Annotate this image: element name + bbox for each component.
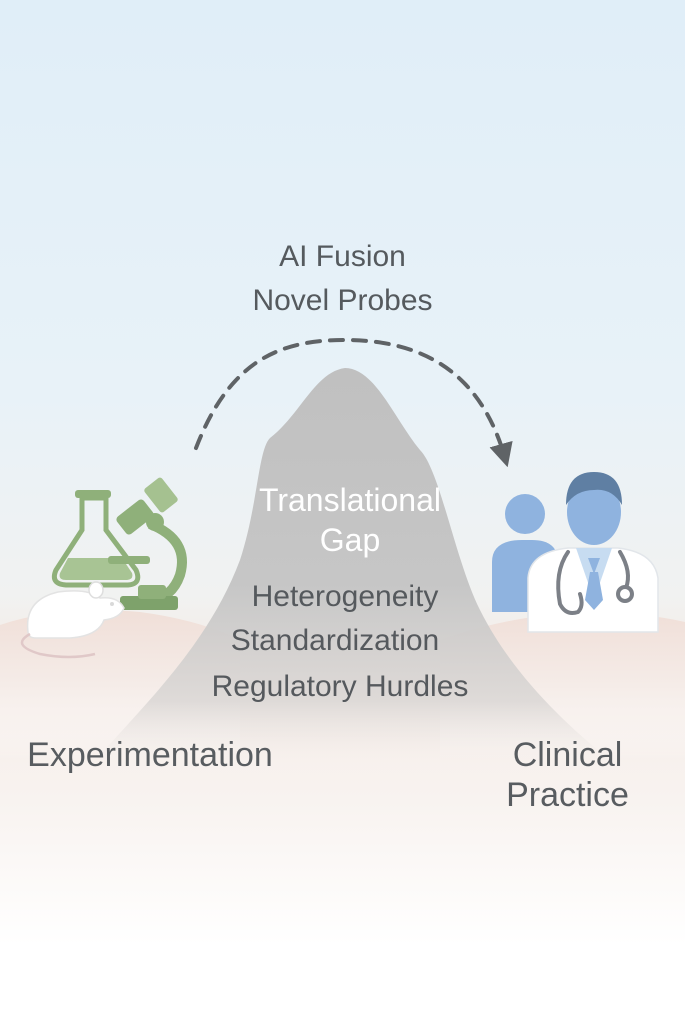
gap-title-line2: Gap — [319, 522, 381, 558]
clinical-practice-label-line1: Clinical — [512, 736, 623, 774]
doctor-icon — [527, 472, 659, 633]
barrier-regulatory-hurdles: Regulatory Hurdles — [211, 670, 469, 703]
experimentation-label: Experimentation — [27, 736, 273, 774]
barrier-heterogeneity: Heterogeneity — [251, 580, 439, 613]
barrier-standardization: Standardization — [230, 624, 440, 657]
gap-title-line1: Translational — [258, 482, 441, 518]
stethoscope-icon — [556, 550, 634, 615]
flask-icon — [51, 490, 141, 588]
mouse-icon — [20, 581, 125, 659]
bridge-label-ai-fusion: AI Fusion — [279, 240, 406, 273]
clinical-practice-label-line2: Practice — [506, 776, 629, 814]
microscope-icon — [108, 477, 187, 610]
bridge-label-novel-probes: Novel Probes — [252, 284, 433, 317]
translational-gap-mountain — [95, 368, 610, 760]
bridge-arrow — [194, 337, 513, 468]
